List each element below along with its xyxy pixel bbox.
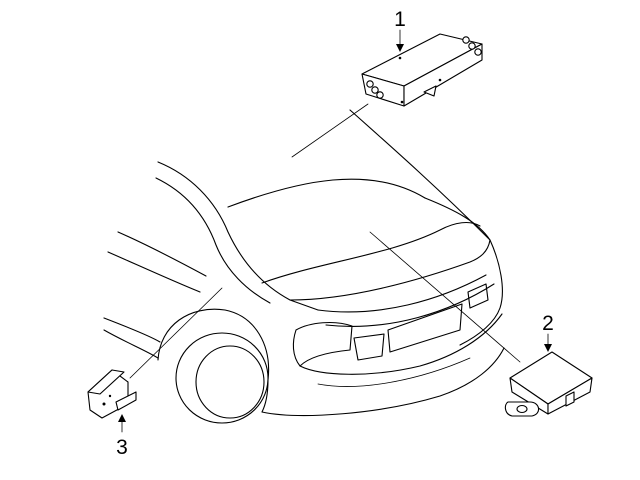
- lower-body-line: [261, 379, 269, 413]
- bumper-upper: [299, 313, 503, 375]
- side-upper-line: [117, 231, 207, 277]
- bumper-crease: [317, 357, 471, 387]
- module-1-screw-hole: [438, 78, 442, 82]
- leader-lines: [129, 103, 521, 379]
- plate-recess: [387, 303, 463, 353]
- spoiler-line: [325, 283, 495, 327]
- taillight-right: [467, 283, 489, 309]
- window-right-edge: [424, 197, 491, 241]
- rear-window-lower: [261, 221, 481, 284]
- module-1-bracket: [423, 85, 437, 97]
- bracket-3-tab: [115, 391, 137, 411]
- module-1-connectors-left: [366, 80, 384, 99]
- callout-3: 3: [116, 436, 128, 459]
- side-rocker-line: [103, 329, 159, 359]
- bracket-3-hole: [108, 394, 112, 398]
- roof-inner-line: [155, 177, 271, 304]
- rear-window-top: [227, 178, 426, 208]
- trunk-lid-top: [289, 239, 491, 301]
- callout-1: 1: [394, 8, 406, 31]
- module-1-side-face: [403, 43, 483, 107]
- leader-line-2: [369, 231, 521, 363]
- module-2-connector: [565, 391, 575, 407]
- rear-right-corner: [459, 239, 503, 346]
- bumper-lower: [261, 347, 505, 417]
- roof-line: [157, 161, 319, 311]
- part-3-bracket: 3: [87, 369, 137, 459]
- part-1-control-module: 1: [361, 8, 483, 107]
- side-mid-line: [107, 251, 201, 293]
- module-1-screw-hole: [400, 100, 404, 104]
- wheel-inner: [195, 345, 265, 419]
- taillight-center: [353, 333, 385, 361]
- arrow-down-icon: [396, 44, 404, 52]
- roof-right-edge: [349, 109, 491, 241]
- bracket-3-top-face: [87, 369, 125, 395]
- callout-2: 2: [542, 312, 554, 335]
- taillight-left: [292, 321, 353, 367]
- module-1-screw-hole: [398, 56, 402, 60]
- part-2-sensor-module: 2: [504, 312, 593, 417]
- arrow-up-icon: [118, 414, 126, 422]
- trunk-lid-edge: [317, 274, 487, 313]
- module-1-connectors-right: [462, 36, 482, 56]
- bracket-3-hole: [102, 402, 106, 406]
- arrow-down-icon: [544, 344, 552, 352]
- wheel-outer: [175, 332, 269, 424]
- side-lower-line: [103, 317, 161, 343]
- wheel-arch: [157, 308, 270, 381]
- leader-line-1: [291, 103, 369, 158]
- vehicle-rear-view: [103, 109, 505, 424]
- leader-line-3: [129, 287, 223, 379]
- module-2-mount-hole: [516, 404, 528, 414]
